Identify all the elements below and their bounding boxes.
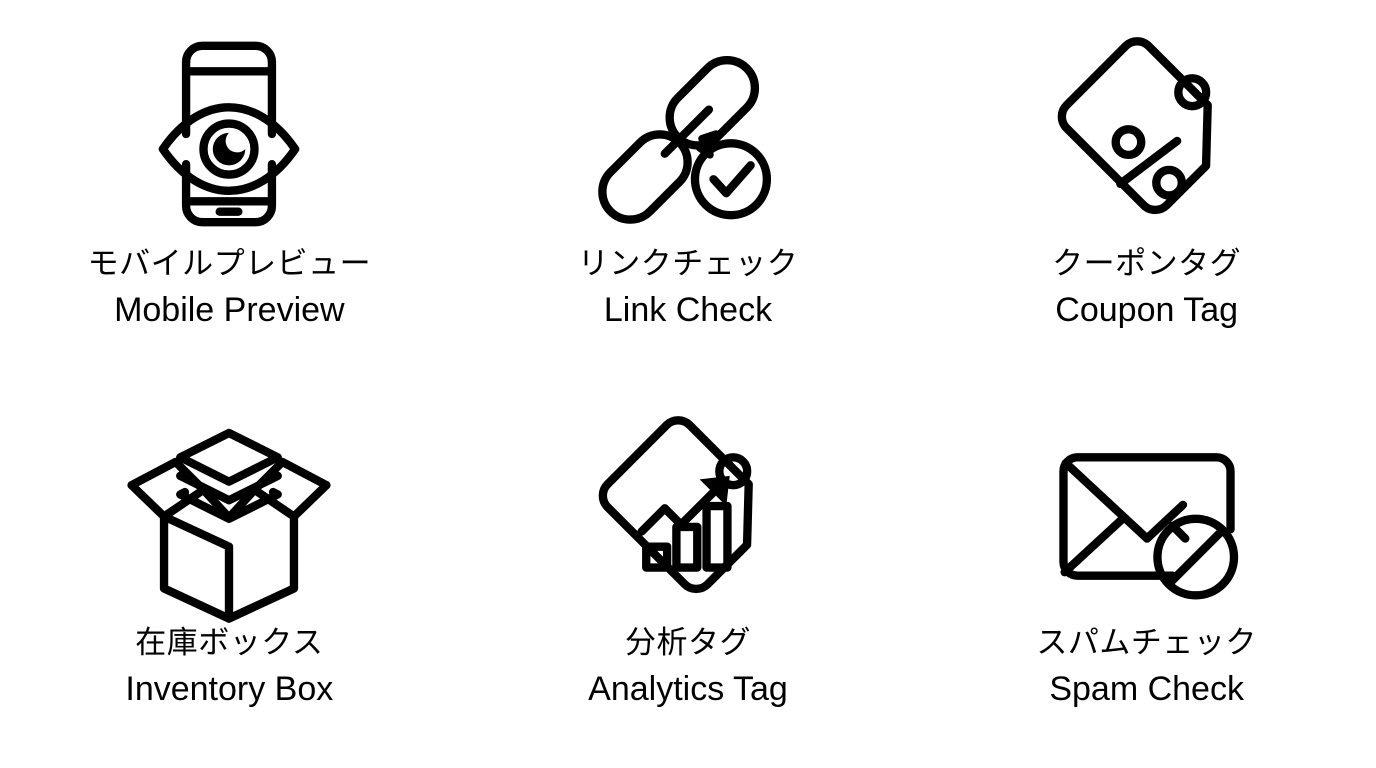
icon-cell-inventory-box[interactable]: 在庫ボックス Inventory Box [0,393,459,768]
icon-cell-spam-check[interactable]: スパムチェック Spam Check [917,393,1376,768]
icon-label-ja: 分析タグ [624,625,751,660]
label-group: スパムチェック Spam Check [1036,623,1257,711]
label-group: 分析タグ Analytics Tag [588,623,788,711]
icon-cell-link-check[interactable]: リンクチェック Link Check [459,18,918,393]
icon-label-en: Inventory Box [125,669,334,708]
icon-cell-coupon-tag[interactable]: クーポンタグ Coupon Tag [917,18,1376,393]
icon-cell-analytics-tag[interactable]: 分析タグ Analytics Tag [459,393,918,768]
inventory-box-icon [113,397,345,629]
icon-label-en: Link Check [603,290,773,329]
icon-label-en: Coupon Tag [1055,290,1239,329]
label-group: クーポンタグ Coupon Tag [1052,244,1241,332]
link-check-icon [572,18,804,250]
icon-label-en: Analytics Tag [588,669,788,708]
icon-label-en: Spam Check [1049,669,1244,708]
icon-label-en: Mobile Preview [114,290,345,329]
icon-label-ja: リンクチェック [577,246,799,281]
icon-label-ja: クーポンタグ [1052,246,1242,281]
icon-label-ja: モバイルプレビュー [87,246,372,281]
icon-label-ja: 在庫ボックス [135,625,324,660]
coupon-tag-icon [1031,18,1263,250]
icon-cell-mobile-preview[interactable]: モバイルプレビュー Mobile Preview [0,18,459,393]
label-group: 在庫ボックス Inventory Box [125,623,333,711]
mobile-preview-icon [113,18,345,250]
icon-label-ja: スパムチェック [1036,625,1257,660]
label-group: リンクチェック Link Check [578,244,799,332]
label-group: モバイルプレビュー Mobile Preview [88,244,372,332]
spam-check-icon [1031,397,1263,629]
analytics-tag-icon [572,397,804,629]
